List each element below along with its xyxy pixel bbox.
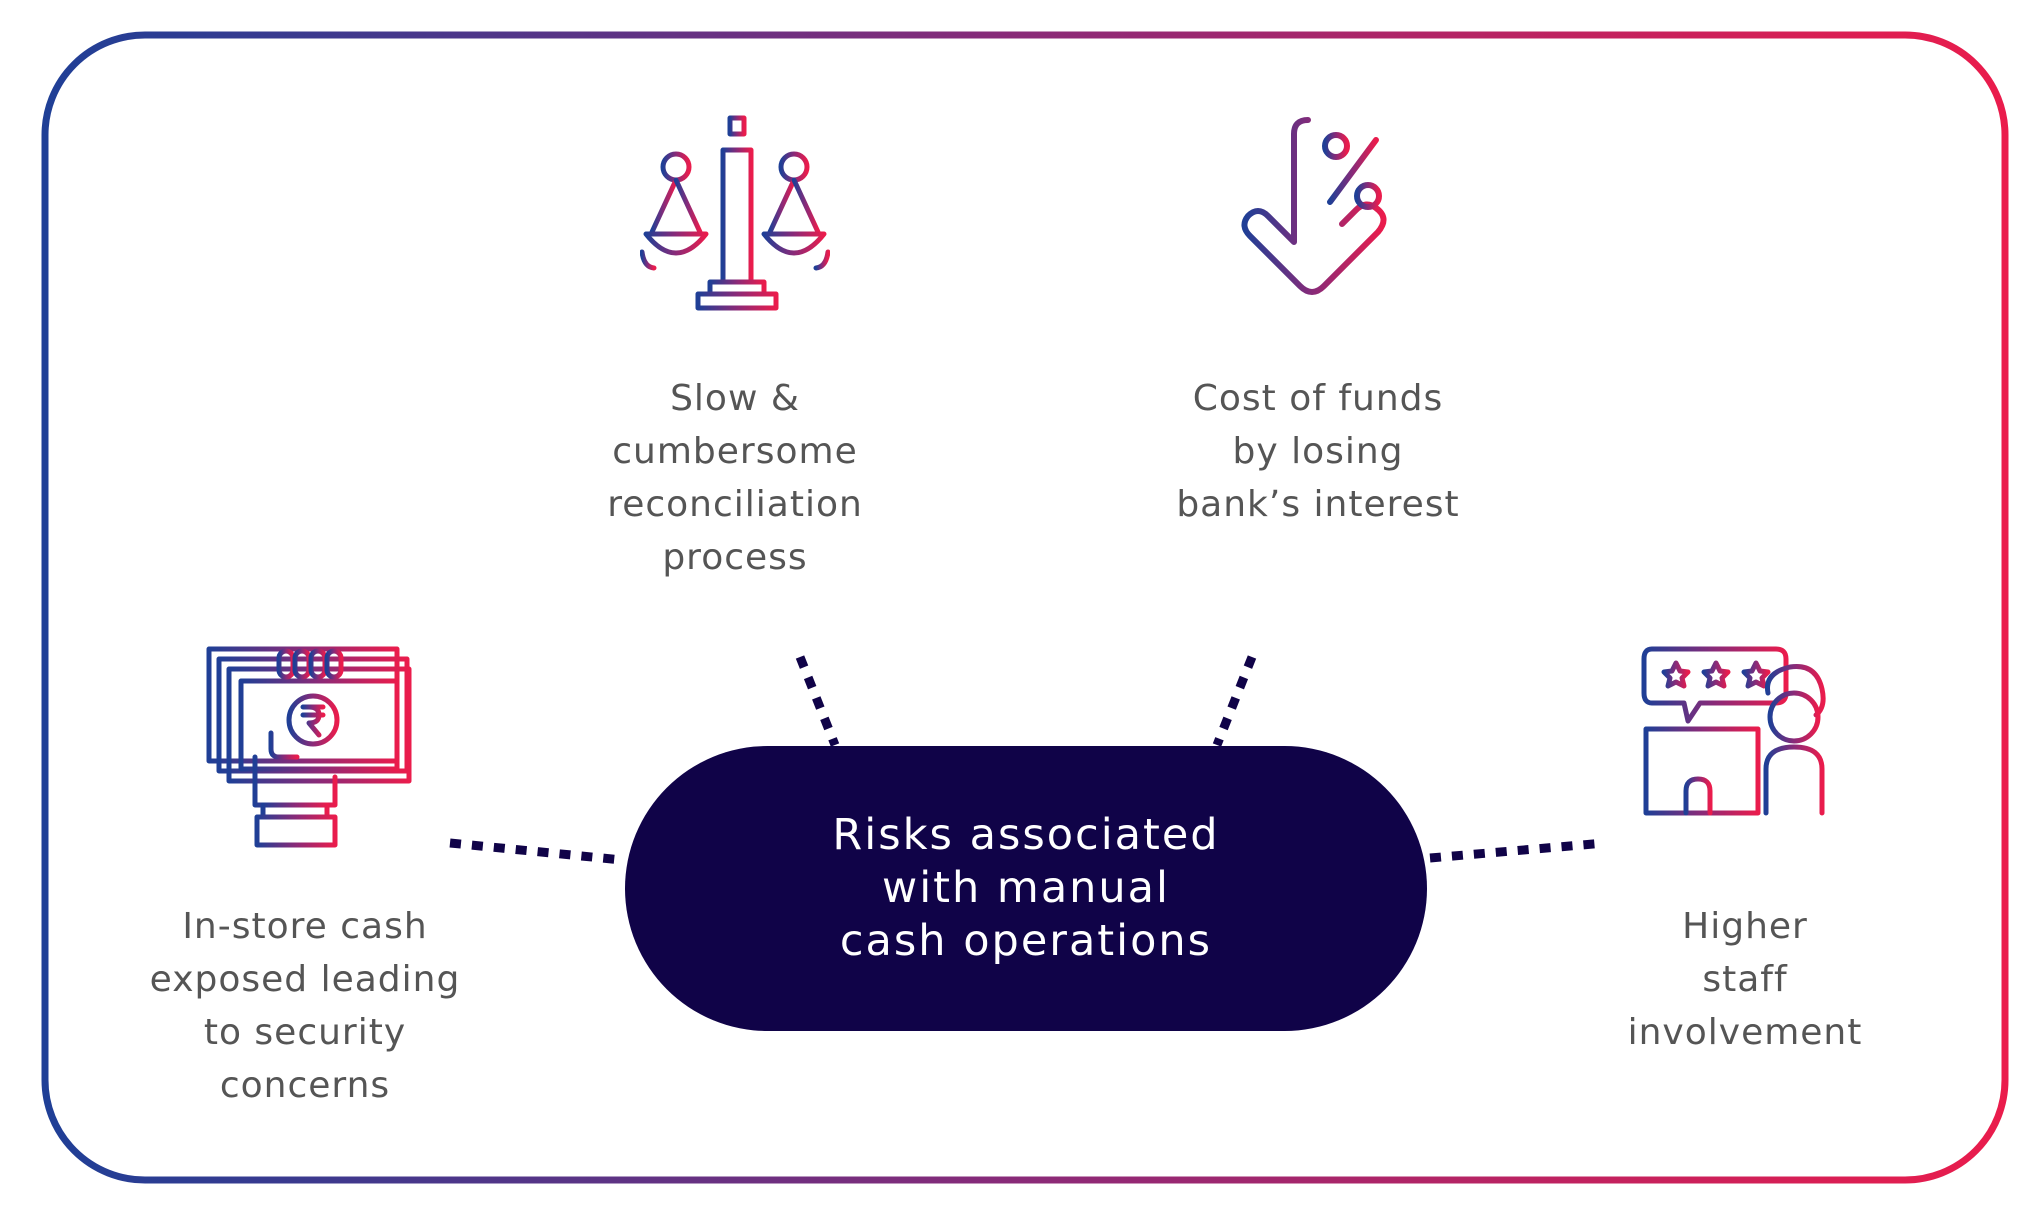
percent-down-arrow-icon <box>1241 117 1387 295</box>
risk-label-line: involvement <box>1627 1012 1863 1053</box>
risk-label-line: reconciliation <box>607 484 863 525</box>
risk-label-line: Slow & <box>670 378 800 419</box>
gradient-border <box>41 31 2009 1184</box>
risk-label-line: to security <box>203 1012 407 1053</box>
risk-label-line: process <box>662 537 808 578</box>
risk-label-line: bank’s interest <box>1176 484 1460 525</box>
hand-holding-rupee-cash-icon <box>206 646 412 848</box>
center-topic: Risks associated with manual cash operat… <box>625 746 1427 1031</box>
risk-label-reconciliation: Slow & cumbersome reconciliation process <box>535 372 935 584</box>
center-topic-line: Risks associated <box>832 810 1220 860</box>
risk-label-line: concerns <box>219 1065 391 1106</box>
center-topic-line: cash operations <box>839 916 1213 966</box>
balance-scale-icon <box>640 115 830 311</box>
staff-at-computer-rating-icon <box>1640 646 1850 844</box>
risk-label-cost-of-funds: Cost of funds by losing bank’s interest <box>1118 372 1518 531</box>
risk-label-staff: Higher staff involvement <box>1545 900 1945 1059</box>
risk-label-line: Cost of funds <box>1192 378 1444 419</box>
connector-right <box>1429 838 1606 863</box>
connector-top-left <box>795 655 840 747</box>
risk-label-line: In-store cash <box>182 906 428 947</box>
connector-left <box>449 838 623 865</box>
risk-label-line: staff <box>1702 959 1788 1000</box>
connector-top-right <box>1212 655 1257 747</box>
center-topic-line: with manual <box>882 863 1170 913</box>
risk-label-line: cumbersome <box>612 431 858 472</box>
risk-label-line: exposed leading <box>149 959 461 1000</box>
risk-label-line: by losing <box>1232 431 1404 472</box>
risk-label-security: In-store cash exposed leading to securit… <box>105 900 505 1112</box>
risk-label-line: Higher <box>1682 906 1808 947</box>
